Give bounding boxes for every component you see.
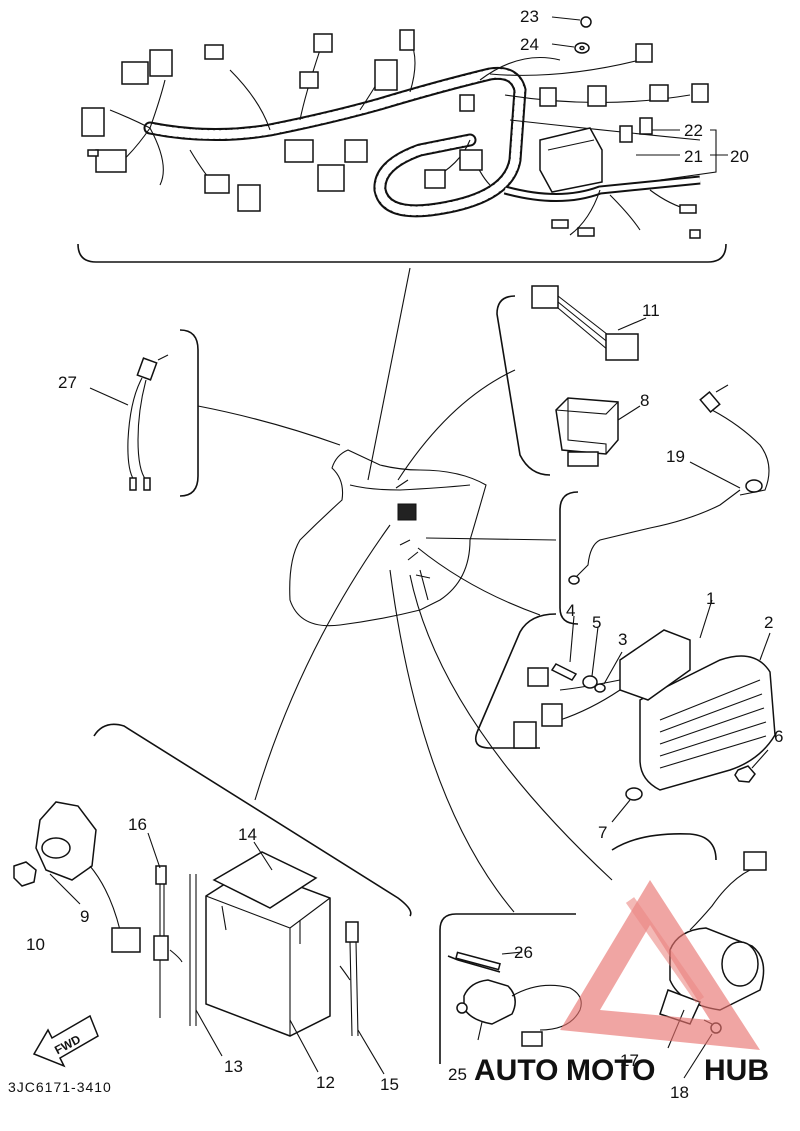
battery-group xyxy=(13,723,412,1075)
label-25: 25 xyxy=(448,1065,467,1084)
forward-arrow: FWD xyxy=(32,1014,99,1068)
label-16: 16 xyxy=(128,815,147,834)
label-11: 11 xyxy=(642,301,660,320)
motorcycle-frame xyxy=(289,267,487,627)
label-2: 2 xyxy=(764,613,773,632)
label-18: 18 xyxy=(670,1083,689,1102)
label-14: 14 xyxy=(238,825,257,844)
label-23: 23 xyxy=(520,7,539,26)
watermark-part-1: AUTO xyxy=(474,1054,558,1087)
label-9: 9 xyxy=(80,907,89,926)
part-number-labels: 1 2 3 4 5 6 7 8 9 10 11 12 13 14 15 16 1… xyxy=(26,7,783,1102)
label-4: 4 xyxy=(566,601,575,620)
label-24: 24 xyxy=(520,35,539,54)
label-17: 17 xyxy=(620,1051,639,1070)
label-20: 20 xyxy=(730,147,749,166)
diagram-code: 3JC6171-3410 xyxy=(8,1079,112,1095)
label-8: 8 xyxy=(640,391,649,410)
pointer-lines xyxy=(197,369,613,913)
label-12: 12 xyxy=(316,1073,335,1092)
rectifier-group xyxy=(474,599,776,823)
label-1: 1 xyxy=(706,589,715,608)
switch-group-25 xyxy=(439,913,582,1064)
label-21: 21 xyxy=(684,147,703,166)
watermark-logo xyxy=(560,880,760,1050)
label-26: 26 xyxy=(514,943,533,962)
watermark-part-2: MOTO xyxy=(566,1054,655,1087)
watermark-text: AUTO MOTO HUB xyxy=(474,1054,769,1087)
label-6: 6 xyxy=(774,727,783,746)
label-5: 5 xyxy=(592,613,601,632)
harness-leaders xyxy=(551,16,728,181)
wire-harness-assembly xyxy=(77,16,727,263)
label-10: 10 xyxy=(26,935,45,954)
label-15: 15 xyxy=(380,1075,399,1094)
watermark-part-3: HUB xyxy=(704,1054,769,1087)
label-19: 19 xyxy=(666,447,685,466)
label-27: 27 xyxy=(58,373,77,392)
relay-group xyxy=(496,285,647,476)
label-3: 3 xyxy=(618,630,627,649)
label-22: 22 xyxy=(684,121,703,140)
label-7: 7 xyxy=(598,823,607,842)
lead-wire-group xyxy=(559,384,770,625)
label-13: 13 xyxy=(224,1057,243,1076)
sensor-group-27 xyxy=(89,329,199,497)
